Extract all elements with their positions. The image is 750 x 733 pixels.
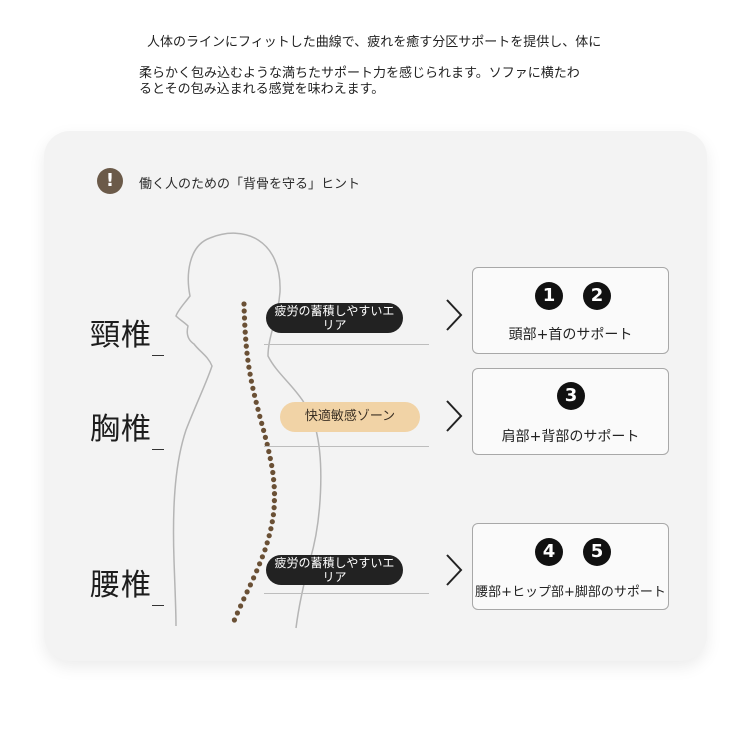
label-lumbar: 腰椎 — [90, 560, 164, 606]
spine-dot — [262, 434, 268, 440]
spine-dot — [266, 533, 272, 539]
intro-line-3: るとその包み込まれる感覚を味わえます。 — [139, 82, 385, 97]
spine-dot — [247, 582, 253, 588]
chevron-right-icon — [446, 299, 463, 331]
chevron-right-icon — [446, 554, 463, 586]
spine-dot — [259, 554, 265, 560]
support-caption: 肩部+背部のサポート — [501, 429, 640, 445]
spine-dot — [231, 617, 237, 623]
body-outline — [172, 237, 213, 627]
spine-dot — [251, 575, 257, 581]
spine-dot — [268, 526, 274, 532]
spine-dot — [257, 413, 263, 419]
spine-dot — [264, 540, 270, 546]
spine-dot — [234, 610, 240, 616]
spine-dot — [244, 589, 250, 595]
spine-dot — [261, 427, 267, 433]
spine-dot — [257, 561, 263, 567]
spine-dot — [238, 603, 244, 609]
intro-line-2: 柔らかく包み込むような満ちたサポート力を感じられます。ソファに横たわ — [139, 66, 580, 81]
number-badge: 4 — [535, 538, 563, 566]
spine-dot — [241, 308, 247, 314]
tag-comfort-thoracic: 快適敏感ゾーン — [280, 402, 420, 432]
divider-line — [264, 446, 429, 447]
spine-dot — [241, 596, 247, 602]
exclamation-icon: ! — [97, 168, 123, 194]
intro-line-1: 人体のラインにフィットした曲線で、疲れを癒す分区サポートを提供し、体に — [147, 35, 602, 50]
spine-dot — [244, 350, 250, 356]
divider-line — [264, 593, 429, 594]
tag-fatigue-cervical: 疲労の蓄積しやすいエリア — [266, 303, 403, 333]
spine-dot — [243, 343, 249, 349]
label-cervical: 頸椎 — [90, 310, 164, 356]
spine-dot — [241, 301, 247, 307]
spine-dot — [254, 568, 260, 574]
support-box-head-neck: 1 2 頭部+首のサポート — [472, 267, 669, 354]
spine-dot — [271, 477, 277, 483]
support-caption: 腰部+ヒップ部+脚部のサポート — [475, 585, 666, 600]
spine-dot — [270, 512, 276, 518]
spine-dot — [271, 505, 277, 511]
support-box-waist-hip-leg: 4 5 腰部+ヒップ部+脚部のサポート — [472, 523, 669, 610]
number-badge: 2 — [583, 282, 611, 310]
chevron-right-icon — [446, 400, 463, 432]
number-badge: 3 — [557, 382, 585, 410]
spine-dot — [271, 491, 278, 497]
label-thoracic: 胸椎 — [90, 404, 164, 450]
spine-dot — [269, 519, 275, 525]
spine-dot — [247, 371, 253, 377]
spine-dot — [242, 322, 248, 328]
spine-dot — [255, 406, 261, 412]
spine-dots — [231, 301, 278, 623]
spine-dot — [269, 462, 275, 469]
spine-dot — [266, 448, 272, 455]
spine-dot — [242, 329, 248, 335]
spine-dot — [259, 420, 265, 426]
divider-line — [264, 344, 429, 345]
number-badge: 5 — [583, 538, 611, 566]
support-box-shoulder-back: 3 肩部+背部のサポート — [472, 368, 669, 455]
spine-dot — [271, 484, 277, 490]
spine-dot — [241, 315, 248, 321]
number-badge: 1 — [535, 282, 563, 310]
spine-dot — [262, 547, 268, 553]
support-caption: 頭部+首のサポート — [508, 327, 633, 343]
spine-dot — [253, 399, 259, 405]
spine-dot — [264, 441, 270, 447]
spine-dot — [267, 455, 273, 462]
spine-dot — [270, 469, 276, 476]
spine-dot — [246, 364, 252, 370]
spine-dot — [248, 378, 254, 384]
spine-dot — [245, 357, 251, 363]
hint-heading: 働く人のための「背骨を守る」ヒント — [139, 177, 361, 192]
spine-dot — [251, 392, 258, 398]
spine-dot — [271, 498, 277, 504]
spine-dot — [243, 336, 249, 342]
tag-fatigue-lumbar: 疲労の蓄積しやすいエリア — [266, 555, 403, 585]
spine-dot — [250, 385, 256, 391]
